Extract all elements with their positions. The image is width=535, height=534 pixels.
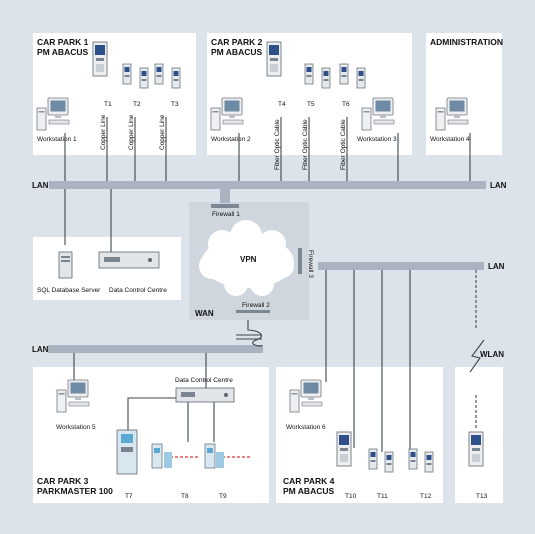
data-control-centre-bottom-label: Data Control Centre: [175, 377, 233, 384]
administration-title: ADMINISTRATION: [430, 37, 503, 47]
lan-wan-link: [220, 189, 230, 203]
car-park-2-title: CAR PARK 2: [211, 37, 263, 47]
terminal-t8-label: T8: [181, 493, 189, 500]
administration-box: [426, 33, 502, 155]
terminal-t2-icon: [122, 63, 132, 85]
copper-line-2-label: Copper Line: [128, 114, 135, 150]
terminal-icon: [356, 67, 366, 89]
terminal-t6-icon: [339, 63, 349, 85]
workstation-2-label: Workstation 2: [211, 136, 251, 143]
firewall-2-icon: [236, 310, 270, 313]
wlan-label: WLAN: [480, 350, 504, 359]
car-park-4-subtitle: PM ABACUS: [283, 486, 334, 496]
terminal-t4-label: T4: [278, 101, 286, 108]
terminal-t9-label: T9: [219, 493, 227, 500]
parkmaster-unit-icon: [116, 429, 138, 475]
wan-label: WAN: [195, 309, 214, 318]
lan-top-left-label: LAN: [32, 181, 49, 190]
terminal-t5-label: T5: [307, 101, 315, 108]
terminal-icon: [384, 451, 394, 473]
car-park-3-subtitle: PARKMASTER 100: [37, 486, 113, 496]
terminal-t7-label: T7: [125, 493, 133, 500]
terminal-t5-icon: [304, 63, 314, 85]
lan-bottom-left-label: LAN: [32, 345, 49, 354]
fiber-optic-cable-3-label: Fiber Optic Cable: [340, 119, 347, 170]
pay-station-icon: [336, 431, 352, 467]
barrier-t9-icon: [204, 443, 224, 469]
firewall-3-label: Firewall 3: [307, 250, 314, 278]
data-control-centre-top-label: Data Control Centre: [109, 287, 167, 294]
fiber-optic-cable-2-label: Fiber Optic Cable: [302, 119, 309, 170]
terminal-t12-icon: [408, 448, 418, 470]
terminal-icon: [171, 67, 181, 89]
workstation-6-label: Workstation 6: [286, 424, 326, 431]
firewall-1-label: Firewall 1: [212, 211, 240, 218]
car-park-1-subtitle: PM ABACUS: [37, 47, 88, 57]
terminal-t13-icon: [468, 431, 484, 467]
fiber-optic-cable-1-label: Fiber Optic Cable: [274, 119, 281, 170]
copper-line-3-label: Copper Line: [159, 114, 166, 150]
sql-server-icon: [58, 251, 73, 279]
terminal-t12-label: T12: [420, 493, 432, 500]
pay-station-icon: [92, 41, 108, 77]
pay-station-icon: [266, 41, 282, 77]
terminal-t10-label: T10: [345, 493, 357, 500]
workstation-5-label: Workstation 5: [56, 424, 96, 431]
terminal-t2-label: T2: [133, 101, 141, 108]
terminal-t6-label: T6: [342, 101, 350, 108]
copper-line-1-label: Copper Line: [100, 114, 107, 150]
terminal-icon: [139, 67, 149, 89]
workstation-3-label: Workstation 3: [357, 136, 397, 143]
terminal-icon: [424, 451, 434, 473]
vpn-cloud-icon: [199, 220, 294, 296]
firewall-1-icon: [211, 204, 239, 208]
terminal-t3-label: T3: [171, 101, 179, 108]
sql-server-label: SQL Database Server: [37, 287, 101, 294]
data-control-centre-bottom-icon: [175, 387, 235, 403]
car-park-3-title: CAR PARK 3: [37, 476, 89, 486]
terminal-t3-icon: [154, 63, 164, 85]
terminal-t1-label: T1: [104, 101, 112, 108]
terminal-t13-label: T13: [476, 493, 488, 500]
workstation-4-label: Workstation 4: [430, 136, 470, 143]
lan-bus-bottom: [48, 345, 263, 353]
barrier-t8-icon: [151, 443, 172, 469]
terminal-icon: [321, 67, 331, 89]
car-park-4-title: CAR PARK 4: [283, 476, 335, 486]
lan-bus-top: [49, 181, 486, 189]
data-control-centre-top-icon: [98, 251, 160, 269]
firewall-3-icon: [298, 248, 302, 274]
terminal-t11-icon: [368, 448, 378, 470]
firewall-2-label: Firewall 2: [242, 302, 270, 309]
car-park-1-title: CAR PARK 1: [37, 37, 89, 47]
workstation-1-label: Workstation 1: [37, 136, 77, 143]
lan-bus-middle: [318, 262, 484, 270]
lan-middle-right-label: LAN: [488, 262, 505, 271]
server-box: [33, 237, 181, 300]
car-park-1-box: [33, 33, 196, 155]
car-park-2-subtitle: PM ABACUS: [211, 47, 262, 57]
terminal-t11-label: T11: [377, 493, 388, 500]
vpn-label: VPN: [240, 255, 257, 264]
lan-top-right-label: LAN: [490, 181, 507, 190]
